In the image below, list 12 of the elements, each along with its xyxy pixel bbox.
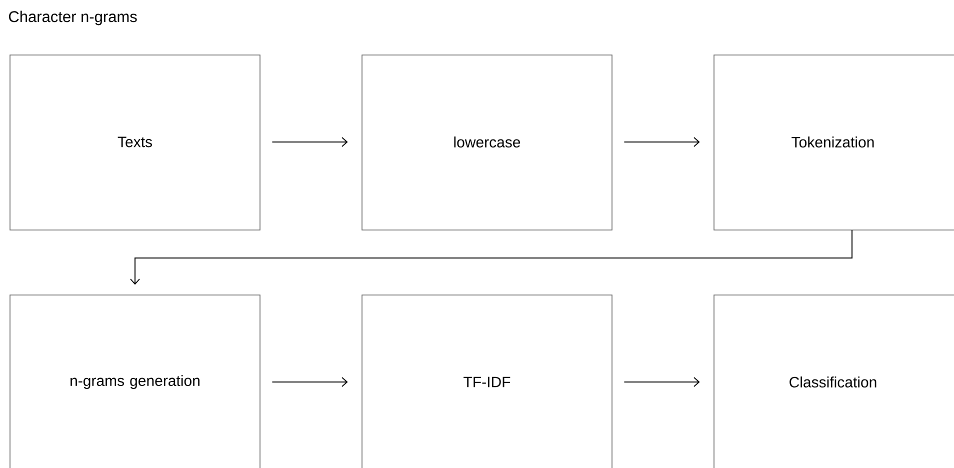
process-box: TF-IDF	[362, 294, 612, 468]
arrow	[272, 377, 348, 387]
process-box: lowercase	[362, 54, 612, 230]
arrow	[624, 137, 700, 147]
process-box: Tokenization	[714, 54, 954, 230]
arrow	[130, 230, 852, 285]
process-box: Classification	[714, 294, 954, 468]
title: Character n-grams	[9, 10, 137, 26]
arrow	[624, 377, 700, 387]
process-box: n-grams generation	[10, 294, 260, 468]
arrow	[272, 137, 348, 147]
process-box: Texts	[10, 54, 260, 230]
